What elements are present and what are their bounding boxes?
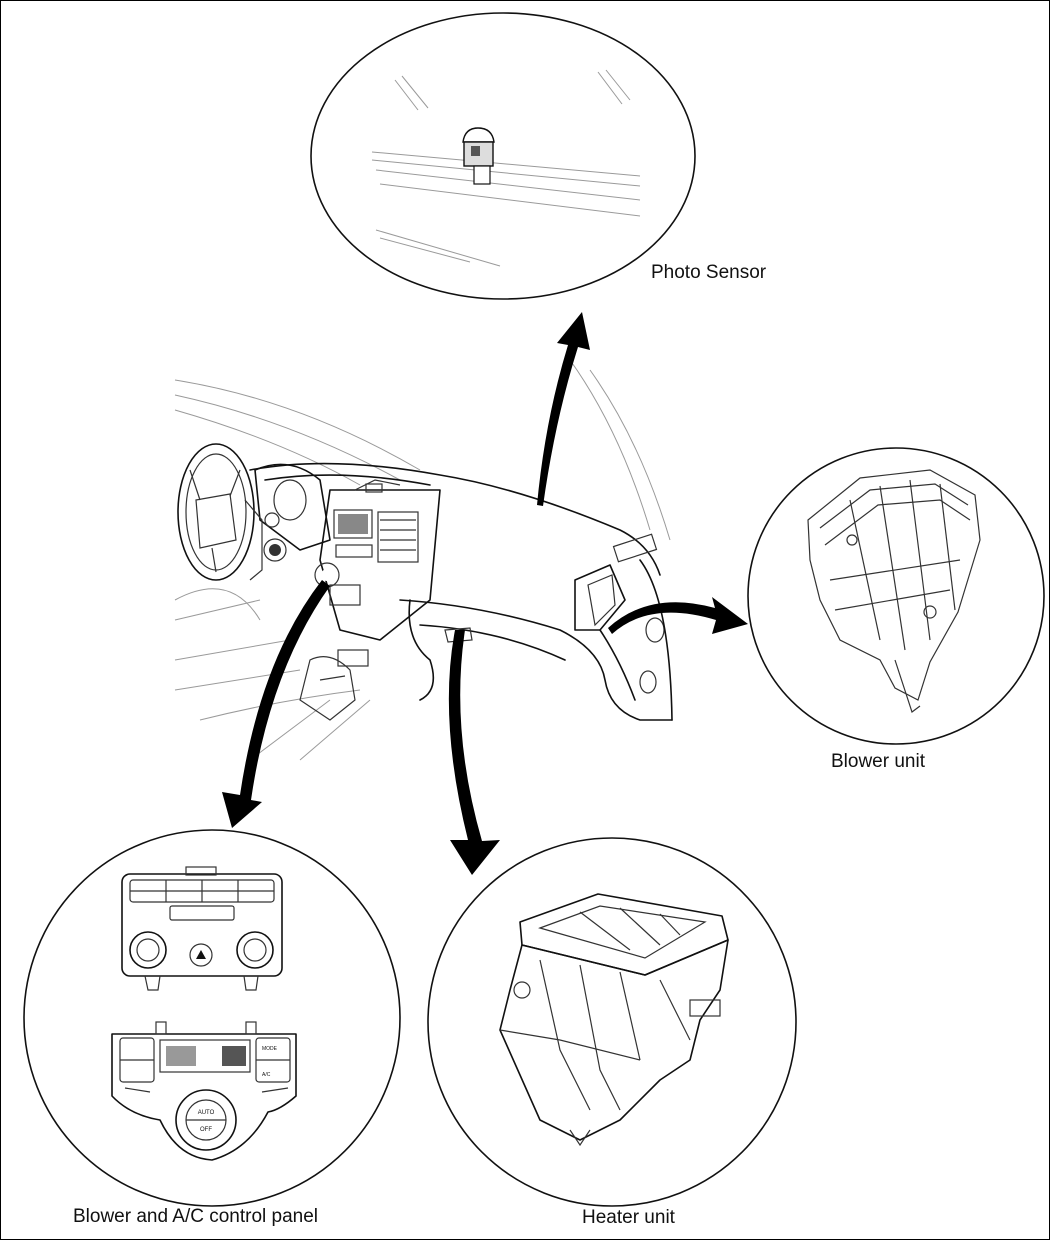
steering-wheel-icon — [177, 443, 263, 581]
arrow-to-control-panel — [222, 580, 330, 828]
arrow-to-photo-sensor — [537, 312, 590, 506]
arrow-to-blower-unit — [608, 597, 748, 634]
dashboard-illustration — [174, 359, 673, 761]
arrow-to-heater-unit — [448, 630, 500, 875]
photo-sensor-callout — [310, 12, 696, 300]
photo-sensor-label: Photo Sensor — [651, 262, 767, 283]
heater-unit-icon — [499, 893, 729, 1147]
auto-control-panel: AUTO OFF MODE A/C — [111, 1021, 297, 1161]
auto-button-label: AUTO — [198, 1110, 215, 1116]
off-button-label: OFF — [200, 1127, 212, 1133]
control-panel-callout: AUTO OFF MODE A/C — [23, 829, 401, 1207]
manual-control-panel — [121, 866, 283, 991]
photo-sensor-icon — [462, 127, 495, 185]
blower-unit-circle — [747, 447, 1045, 745]
windshield-lines — [371, 69, 641, 267]
mode-button-label: MODE — [262, 1046, 278, 1052]
blower-unit-label: Blower unit — [831, 751, 925, 772]
blower-unit-icon — [807, 469, 981, 713]
control-panel-circle — [23, 829, 401, 1207]
heater-unit-callout — [427, 837, 797, 1207]
heater-unit-circle — [427, 837, 797, 1207]
blower-unit-callout — [747, 447, 1045, 745]
heater-unit-label: Heater unit — [582, 1207, 675, 1228]
control-panel-label: Blower and A/C control panel — [73, 1206, 319, 1227]
photo-sensor-circle — [310, 12, 696, 300]
ac-button-label: A/C — [262, 1072, 271, 1078]
